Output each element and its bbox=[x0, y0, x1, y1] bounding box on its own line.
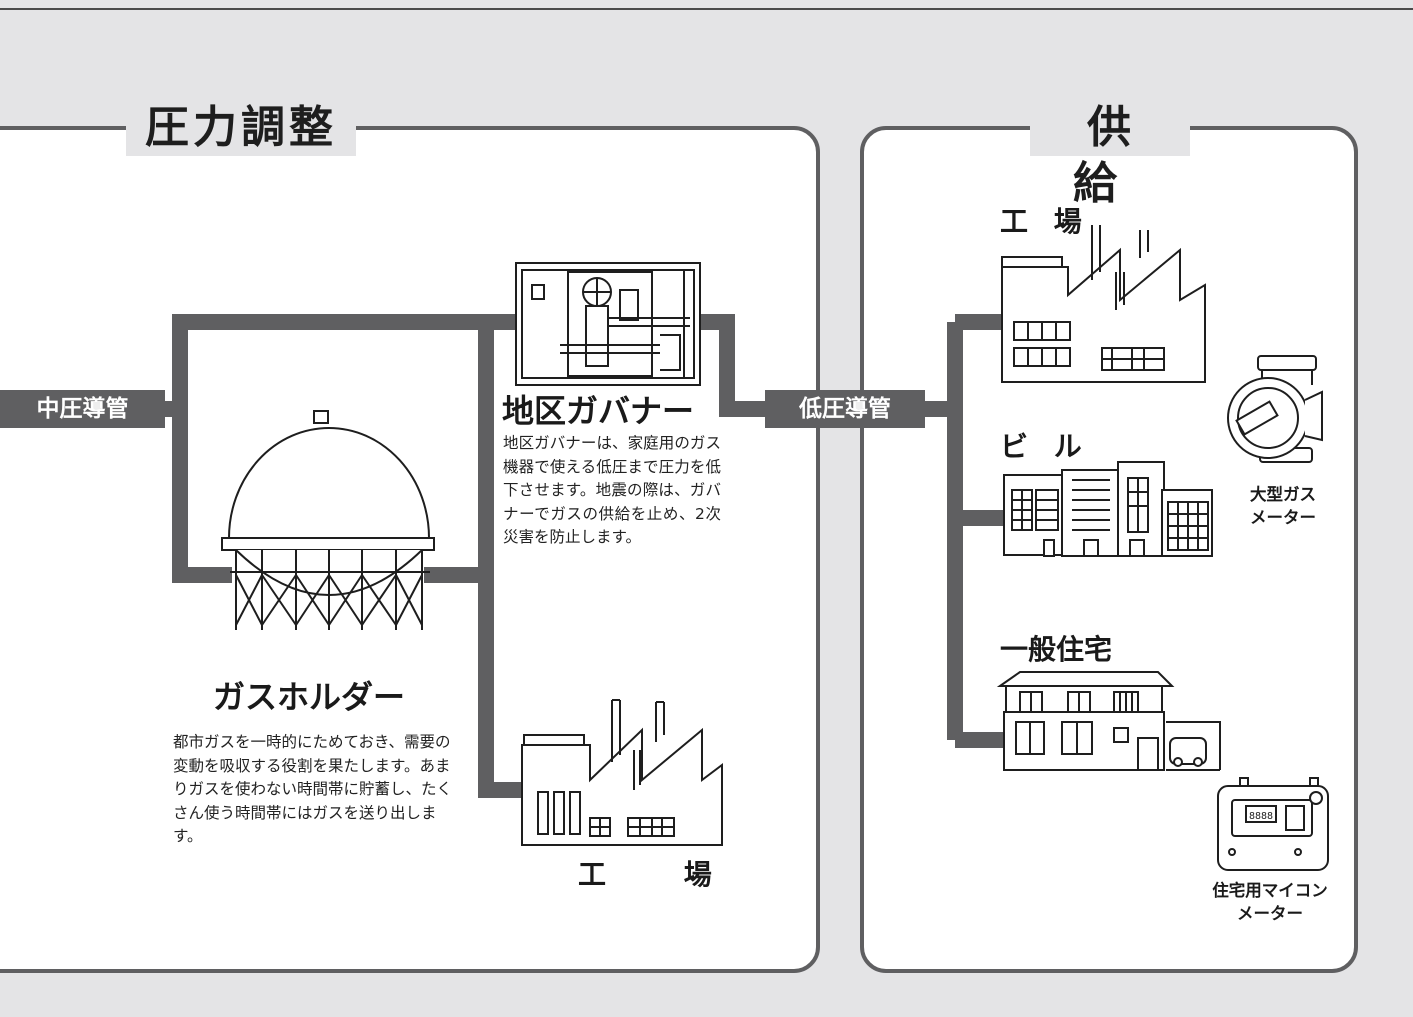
gas-holder-description: 都市ガスを一時的にためておき、需要の変動を吸収する役割を果たします。あまりガスを… bbox=[173, 733, 453, 845]
building-icon bbox=[1003, 461, 1213, 557]
factory-branch-pipe bbox=[478, 322, 530, 798]
large-gas-meter-label: 大型ガスメーター bbox=[1233, 483, 1333, 529]
district-governor-description: 地区ガバナーは、家庭用のガス機器で使える低圧まで圧力を低下させます。地震の際は、… bbox=[503, 434, 721, 546]
home-meter-icon: 8888 bbox=[1217, 777, 1329, 871]
section-title-pressure-adjustment: 圧力調整 bbox=[126, 100, 356, 156]
large-gas-meter-icon bbox=[1227, 355, 1323, 463]
district-governor-icon bbox=[515, 262, 701, 386]
supply-building-label: ビ ル bbox=[1000, 430, 1090, 463]
governor-out-pipe bbox=[698, 314, 770, 417]
gas-holder-title: ガスホルダー bbox=[213, 678, 406, 716]
district-governor-title: 地区ガバナー bbox=[502, 392, 695, 430]
medium-pressure-pipe-label: 中圧導管 bbox=[0, 390, 165, 428]
supply-factory-label: 工 場 bbox=[1000, 205, 1090, 238]
home-meter-display: 8888 bbox=[1249, 811, 1273, 822]
large-gas-meter-label-text: 大型ガスメーター bbox=[1250, 485, 1316, 527]
supply-house-label: 一般住宅 bbox=[1000, 633, 1113, 666]
gas-holder-icon bbox=[221, 410, 435, 630]
top-border-line bbox=[0, 8, 1413, 10]
factory-right-icon bbox=[1001, 225, 1206, 383]
home-meter-label: 住宅用マイコンメーター bbox=[1195, 879, 1345, 925]
section-title-supply: 供 給 bbox=[1030, 100, 1190, 209]
factory-bottom-icon bbox=[521, 699, 723, 846]
holder-pipe-left bbox=[172, 409, 232, 583]
house-icon bbox=[996, 671, 1221, 771]
low-pressure-pipe-label: 低圧導管 bbox=[765, 390, 925, 428]
home-meter-label-text: 住宅用マイコンメーター bbox=[1212, 881, 1328, 923]
factory-bottom-label: 工 場 bbox=[578, 858, 746, 891]
